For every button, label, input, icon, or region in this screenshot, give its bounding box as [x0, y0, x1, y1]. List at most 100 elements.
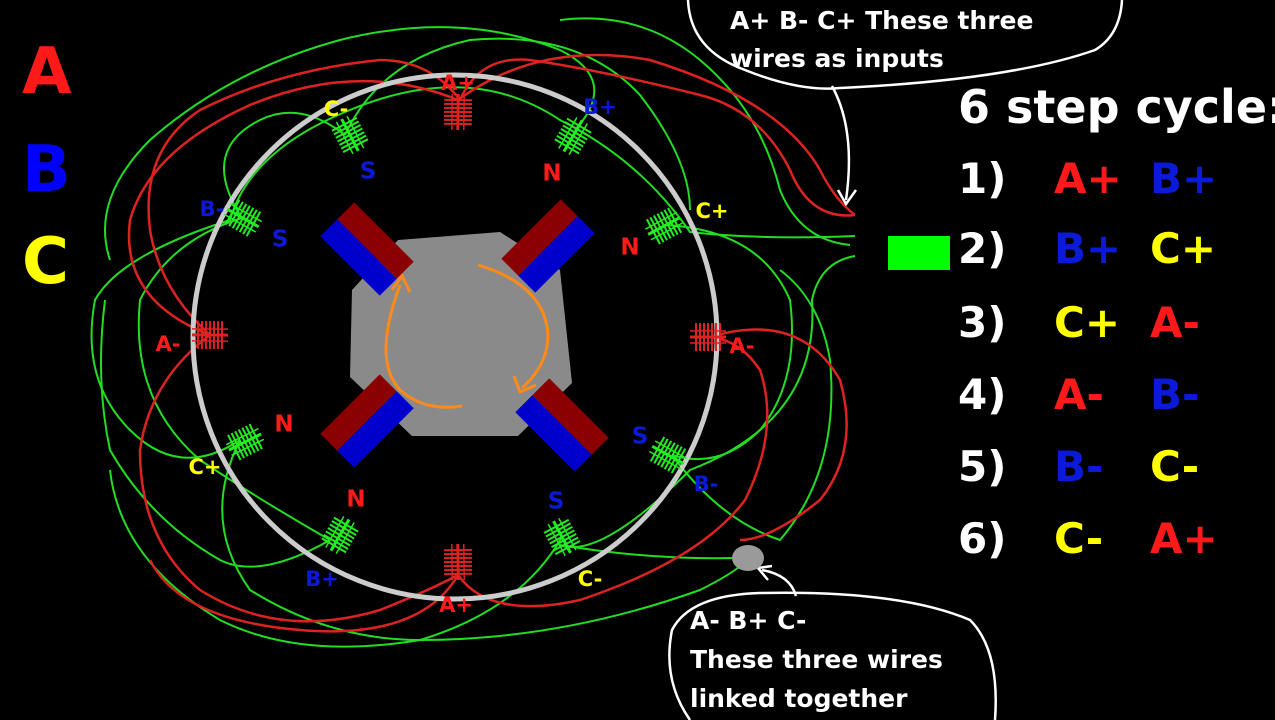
green-wire — [104, 26, 596, 261]
inputs-note-line-2: wires as inputs — [730, 44, 944, 73]
green-wire — [90, 86, 856, 459]
green-wire — [109, 469, 563, 648]
rotor-magnet — [320, 202, 414, 296]
green-wire — [344, 37, 691, 211]
pole-label: S — [272, 227, 289, 253]
stator-coil — [321, 516, 359, 554]
stator-coils — [191, 93, 726, 581]
green-wire — [559, 17, 851, 246]
red-wire — [148, 559, 460, 633]
stator-coil — [648, 436, 688, 474]
red-wire — [457, 53, 856, 216]
cycle-step-second: A+ — [1150, 514, 1218, 563]
linked-note-line-3: linked together — [690, 684, 908, 713]
cycle-step-first: A+ — [1054, 154, 1122, 203]
cycle-step-number: 2) — [958, 224, 1007, 273]
coil-label: A- — [156, 332, 181, 356]
stator-coil — [543, 517, 581, 557]
stator-coil — [690, 323, 726, 351]
green-wire — [223, 111, 346, 216]
red-wire — [127, 79, 459, 337]
red-wire — [709, 328, 848, 542]
cycle-step: 1) A+ B+ — [958, 154, 1217, 210]
rotation-arrow — [384, 263, 550, 409]
rotor-magnet — [501, 199, 595, 293]
cycle-step: 5) B- C- — [958, 442, 1199, 498]
green-wire — [137, 217, 331, 541]
cycle-step-second: A- — [1150, 298, 1200, 347]
cycle-step-number: 4) — [958, 370, 1007, 419]
inputs-callout-arrow — [830, 85, 851, 201]
cycle-step-number: 5) — [958, 442, 1007, 491]
pole-label: N — [620, 235, 639, 261]
cycle-step-second: B+ — [1150, 154, 1218, 203]
red-wire — [147, 58, 461, 336]
coil-label: C- — [578, 567, 603, 591]
stator-coil — [443, 543, 473, 581]
coil-label: A- — [730, 334, 755, 358]
green-wire — [100, 299, 331, 568]
stator-coil — [225, 423, 265, 461]
coil-label: C+ — [695, 199, 728, 223]
cycle-title: 6 step cycle: — [958, 80, 1275, 134]
rotor-magnet — [515, 378, 609, 472]
green-wire — [671, 269, 833, 542]
cycle-step-first: B- — [1054, 442, 1104, 491]
stator-coil — [644, 207, 684, 245]
pole-label: S — [360, 159, 377, 185]
coil-label: C+ — [188, 455, 221, 479]
coil-labels: A+ B+ C+ A- B- C- A+ B+ C+ A- B- C- — [156, 71, 755, 617]
green-wire — [664, 224, 793, 461]
coil-label: C- — [324, 97, 349, 121]
stator-coil — [554, 117, 592, 155]
linked-callout-arrow — [761, 568, 798, 597]
cycle-step-second: B- — [1150, 370, 1200, 419]
legend-c: C — [22, 225, 69, 299]
cycle-step-second: C- — [1150, 442, 1200, 491]
common-junction — [732, 545, 764, 571]
pole-label: N — [346, 487, 365, 513]
linked-note-line-2: These three wires — [690, 645, 943, 674]
stator-coil — [443, 93, 473, 131]
pole-label: N — [542, 161, 561, 187]
red-wire — [456, 335, 769, 608]
coil-label: B+ — [305, 567, 339, 591]
coil-label: B- — [200, 197, 225, 221]
coil-label: B+ — [583, 95, 617, 119]
green-wire — [559, 544, 736, 560]
cycle-step-first: B+ — [1054, 224, 1122, 273]
cycle-step-number: 3) — [958, 298, 1007, 347]
cycle-step-second: C+ — [1150, 224, 1217, 273]
coil-label: A+ — [441, 71, 475, 95]
cycle-step-first: A- — [1054, 370, 1104, 419]
cycle-step: 6) C- A+ — [958, 514, 1218, 570]
coil-label: A+ — [439, 593, 473, 617]
red-wire — [458, 58, 856, 217]
legend-a: A — [22, 35, 72, 109]
pole-labels: N N S S N N S S — [272, 159, 649, 515]
stator-coil — [191, 320, 229, 350]
legend-b: B — [22, 133, 71, 207]
inputs-note-line-1: A+ B- C+ These three — [730, 6, 1034, 35]
cycle-step-number: 1) — [958, 154, 1007, 203]
stator-coil — [331, 115, 369, 155]
cycle-step-first: C+ — [1054, 298, 1121, 347]
red-wire — [138, 334, 459, 623]
cycle-step-number: 6) — [958, 514, 1007, 563]
cycle-step-first: C- — [1054, 514, 1104, 563]
input-terminal-indicator — [888, 236, 950, 270]
coil-label: B- — [694, 472, 719, 496]
inputs-callout-bubble — [686, 0, 1124, 90]
rotor-magnet — [320, 374, 414, 468]
linked-note-line-1: A- B+ C- — [690, 606, 807, 635]
linked-callout-bubble — [668, 591, 997, 720]
callout-bubbles — [668, 0, 1124, 720]
cycle-step: 4) A- B- — [958, 370, 1199, 426]
pole-label: S — [548, 489, 565, 515]
rotor-magnets — [320, 199, 609, 472]
pole-label: S — [632, 424, 649, 450]
pole-label: N — [274, 412, 293, 438]
stator-coil — [223, 199, 263, 237]
cycle-step: 3) C+ A- — [958, 298, 1200, 354]
